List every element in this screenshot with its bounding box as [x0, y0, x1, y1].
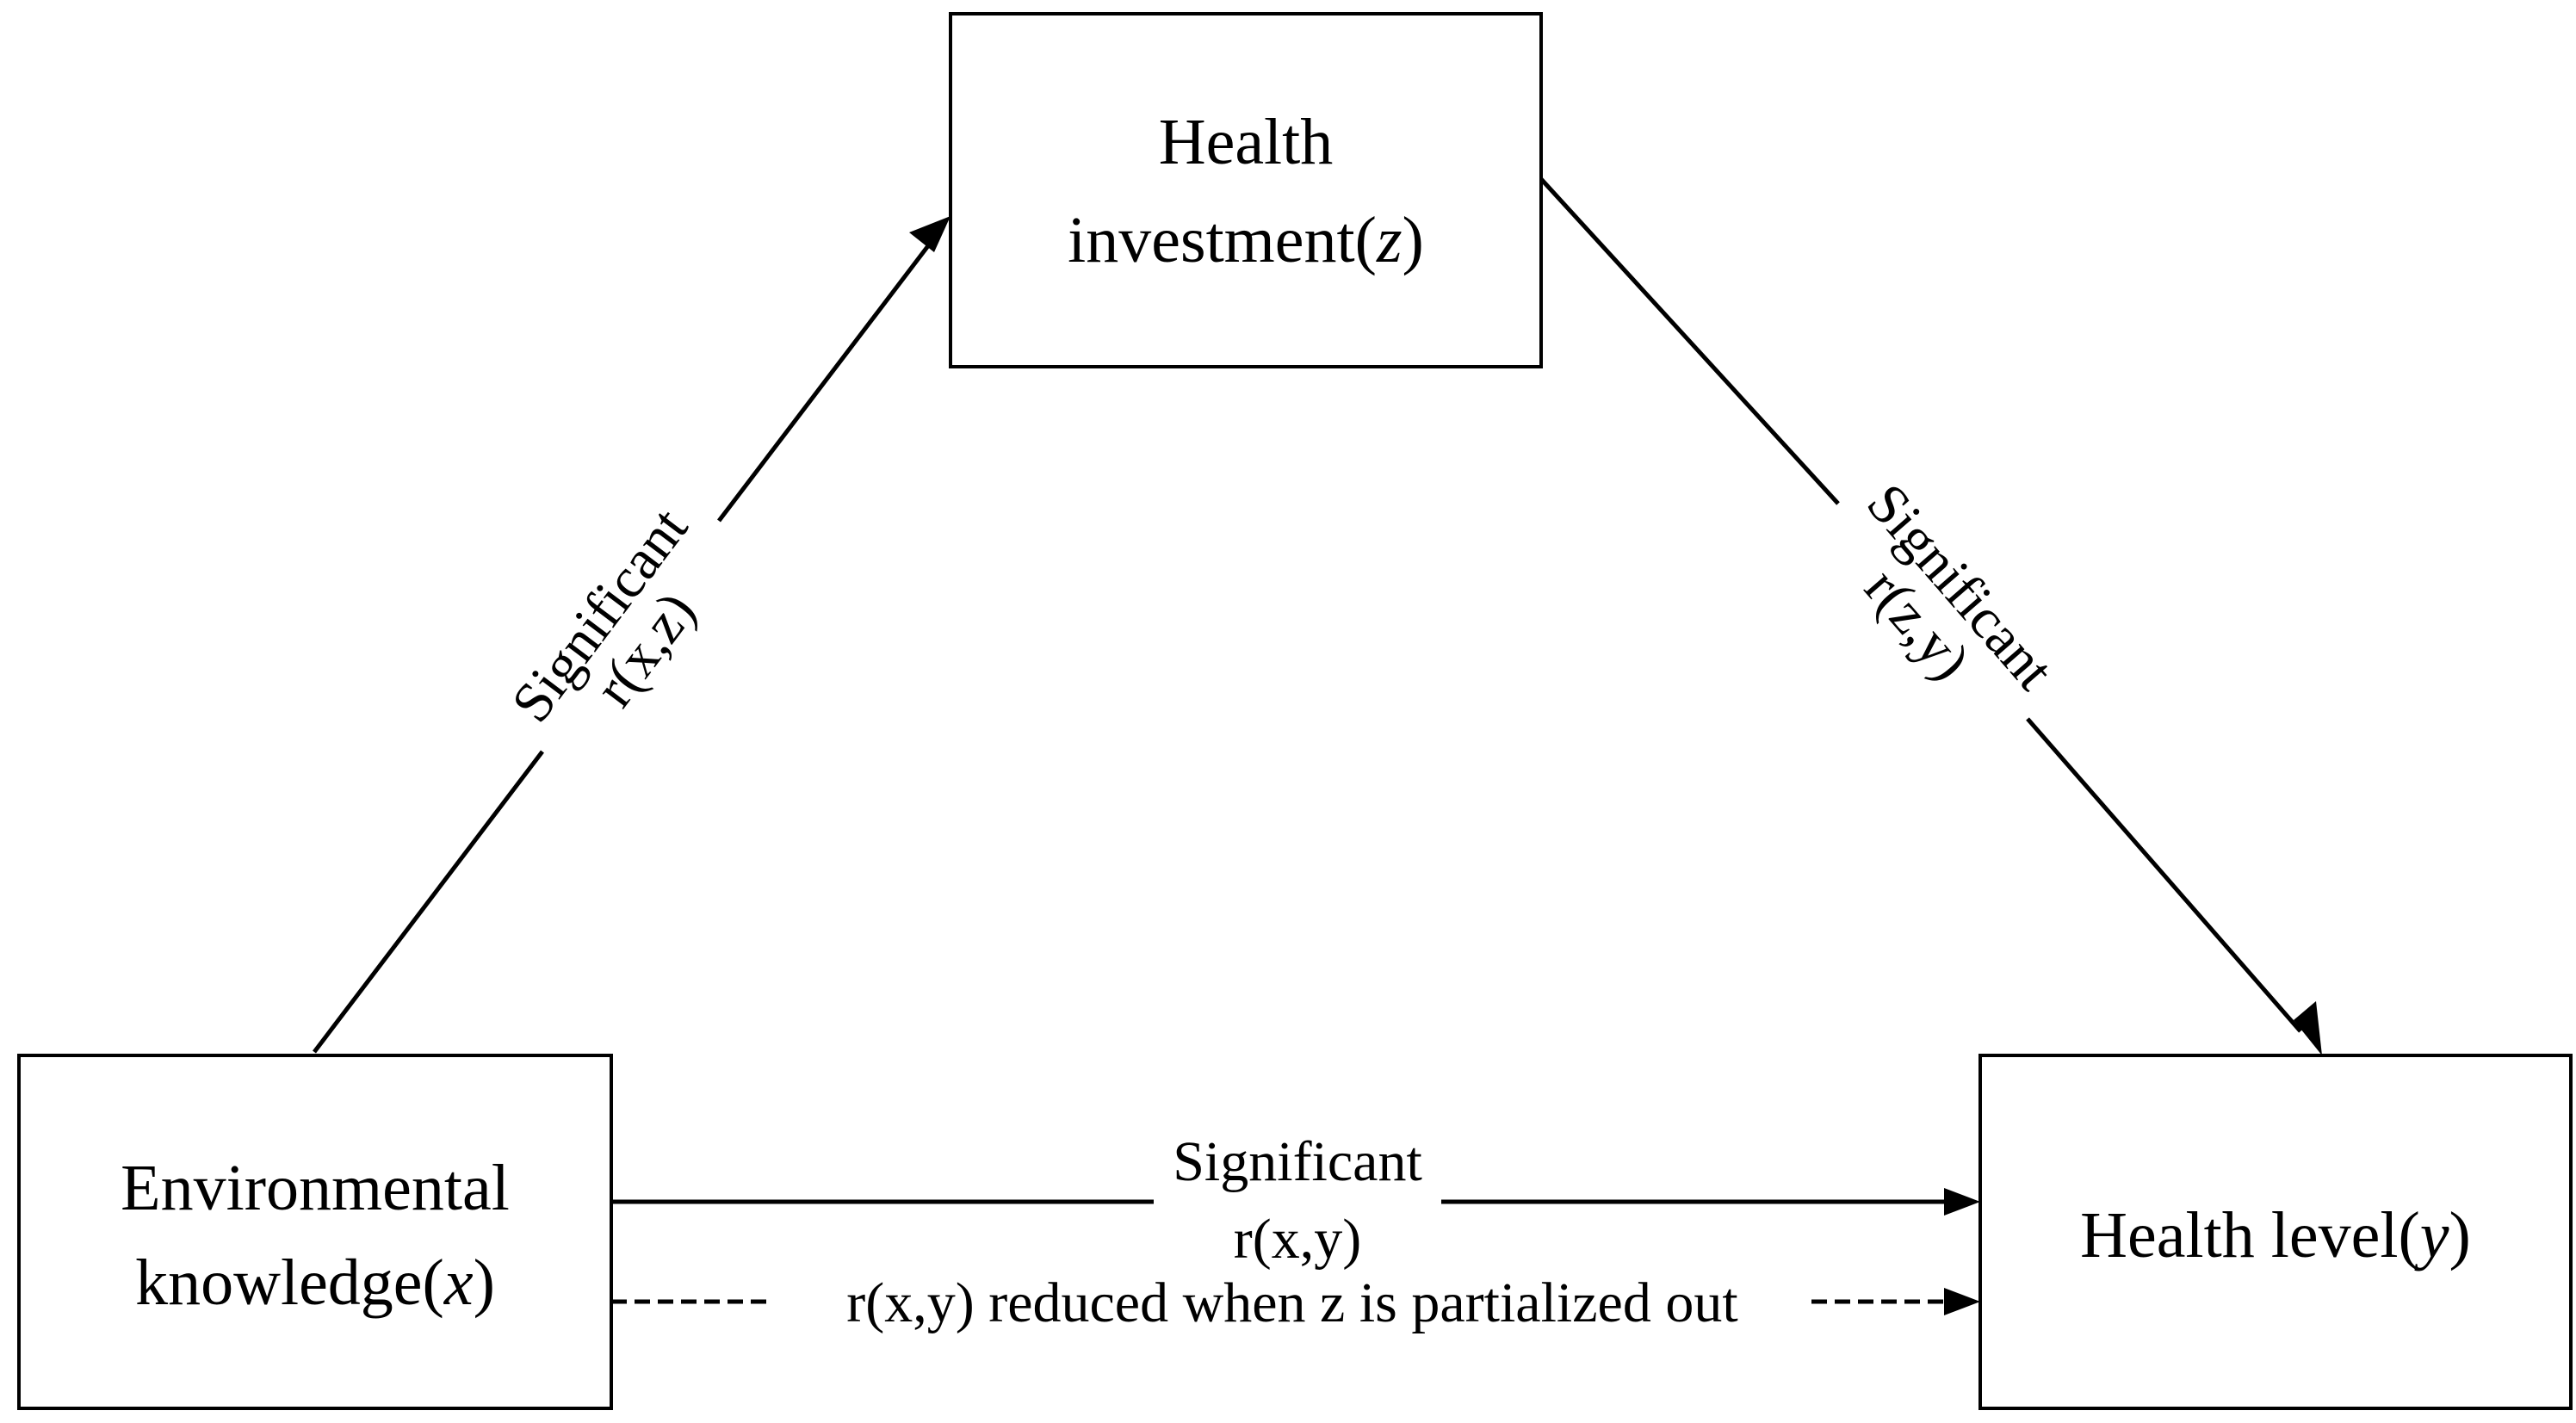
edge-z-to-y: [1539, 177, 2322, 1055]
node-health-investment-box: [949, 12, 1543, 368]
edge-x-to-y-label: Significant r(x,y): [1173, 1130, 1422, 1271]
variable-y: y: [2414, 1199, 2449, 1271]
edge-x-to-y-partial-label: r(x,y) reduced when z is partialized out: [846, 1271, 1737, 1334]
arrowhead-z-to-y: [2294, 1001, 2322, 1055]
edge-x-to-y: [611, 1188, 1980, 1216]
node-health-investment-line1: Health: [1159, 106, 1334, 178]
arrowhead-x-to-y-partial: [1944, 1288, 1980, 1315]
edge-x-to-y-partial: [611, 1288, 1980, 1315]
node-health-level: Health level(y): [1978, 1054, 2573, 1410]
edge-z-to-y-upper-segment: [1539, 177, 1840, 505]
edge-x-to-z-upper-segment: [717, 238, 934, 523]
node-health-level-box: [1978, 1054, 2573, 1410]
edge-x-to-z-lower-segment: [313, 750, 544, 1054]
node-health-investment-line2: investment(z): [1068, 204, 1424, 276]
arrowhead-x-to-z: [909, 216, 951, 252]
edge-x-to-y-label-significance: Significant: [1173, 1130, 1422, 1193]
edge-z-to-y-lower-segment: [2026, 717, 2302, 1033]
variable-x: x: [443, 1247, 474, 1319]
edge-x-to-z: [313, 216, 951, 1054]
node-environmental-knowledge-line1: Environmental: [121, 1152, 510, 1224]
node-environmental-knowledge: Environmental knowledge(x): [17, 1054, 613, 1410]
edge-x-to-y-label-correlation: r(x,y): [1234, 1208, 1361, 1271]
arrowhead-x-to-y: [1944, 1188, 1980, 1216]
node-environmental-knowledge-box: [17, 1054, 613, 1410]
edge-x-to-z-label: Significant r(x,z): [499, 497, 708, 733]
node-environmental-knowledge-line2: knowledge(x): [135, 1247, 495, 1319]
edge-z-to-y-label: Significant r(z,y): [1853, 472, 2065, 701]
variable-z: z: [1376, 204, 1403, 276]
node-health-level-label: Health level(y): [2080, 1199, 2471, 1271]
node-health-investment: Health investment(z): [949, 12, 1543, 368]
